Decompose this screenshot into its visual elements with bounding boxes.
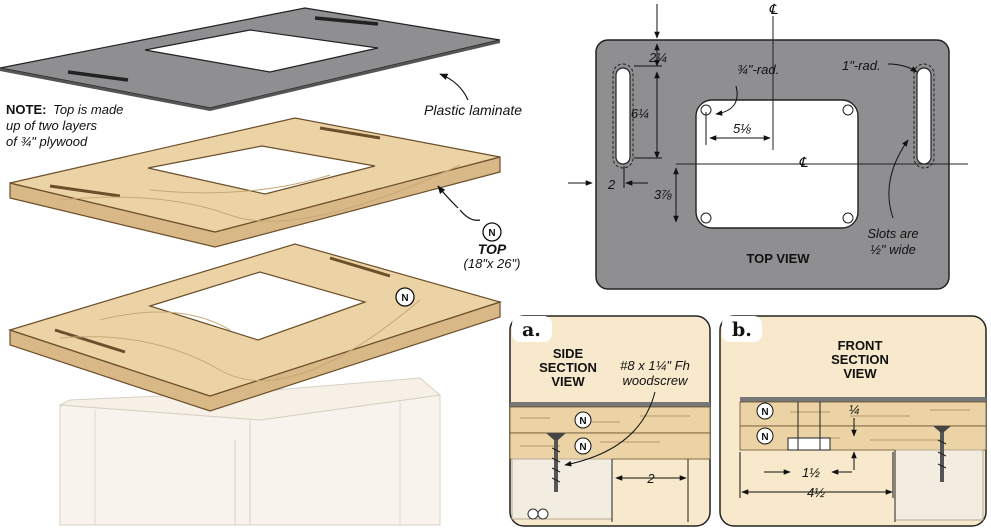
top-label: TOP [478,241,507,257]
svg-text:N: N [579,442,586,453]
part-badge-lower: N [395,287,415,307]
detail-a-title-1: SIDE [553,346,584,361]
detail-a-part-badges: N N [574,411,592,455]
plastic-laminate [0,7,501,111]
top-view [568,4,968,290]
note-line2: up of two layers [6,118,98,133]
detail-b-title-1: FRONT [838,338,883,353]
slots-note-2: ½" wide [870,242,916,257]
detail-b-title-3: VIEW [843,366,877,381]
svg-text:N: N [761,407,768,418]
svg-text:N: N [488,228,495,239]
detail-b-dim-1-4: ¼ [849,402,860,417]
base-cabinet [58,377,442,526]
centerline-symbol-mid: ℄ [799,154,809,170]
top-callout: N TOP (18"x 26") [437,185,521,271]
note-line3: of ¾" plywood [6,134,88,149]
dim-3-7-8: 3⅞ [654,187,672,202]
laminate-leader [439,73,469,101]
slots-note-1: Slots are [867,226,918,241]
detail-b-dim-1-1-2: 1½ [802,465,820,480]
detail-b-dim-4-1-2: 4½ [807,485,825,500]
screw-label-1: #8 x 1¼" Fh [620,358,690,373]
detail-a-panel [509,315,711,527]
svg-text:a.: a. [522,319,541,341]
detail-b-badge: b. [722,316,762,342]
dim-2-1-4: 2¼ [648,50,667,65]
svg-text:b.: b. [732,319,752,341]
laminate-label: Plastic laminate [424,102,522,118]
top-view-title: TOP VIEW [746,251,810,266]
lower-plywood-layer [8,243,503,412]
upper-plywood-layer [9,117,501,248]
detail-b-panel [719,315,987,527]
centerline-symbol-top: ℄ [769,1,779,17]
dim-6-1-4: 6¼ [631,106,649,121]
dim-2: 2 [607,177,616,192]
svg-text:N: N [579,416,586,427]
svg-text:N: N [401,293,408,304]
detail-a-title-3: VIEW [551,374,585,389]
note-text: NOTE: Top is made [6,102,123,117]
detail-a-dim-2: 2 [646,471,655,486]
top-size: (18"x 26") [464,256,521,271]
corner-radius-label: ¾"-rad. [737,62,779,77]
detail-a-title-2: SECTION [539,360,597,375]
svg-text:N: N [761,432,768,443]
detail-b-part-badges: N N [756,402,774,445]
dim-5-1-8: 5⅛ [733,121,751,136]
screw-label-2: woodscrew [622,373,689,388]
detail-a-badge: a. [512,316,552,342]
detail-b-title-2: SECTION [831,352,889,367]
slot-radius-label: 1"-rad. [842,58,881,73]
